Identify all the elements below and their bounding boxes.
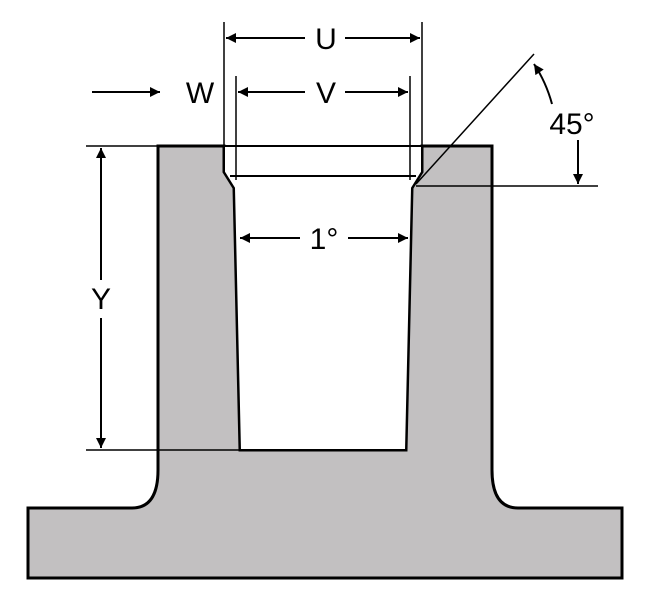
v-label: V: [316, 77, 336, 110]
w-label: W: [186, 77, 215, 110]
bore-cavity: [223, 145, 423, 451]
taper-label: 1°: [310, 223, 339, 256]
chamfer-label: 45°: [549, 108, 594, 141]
chamfer-arc-arrow-top: [533, 63, 553, 105]
chamfer-extension-diagonal: [415, 53, 535, 185]
y-label: Y: [91, 283, 111, 316]
u-label: U: [315, 23, 337, 56]
